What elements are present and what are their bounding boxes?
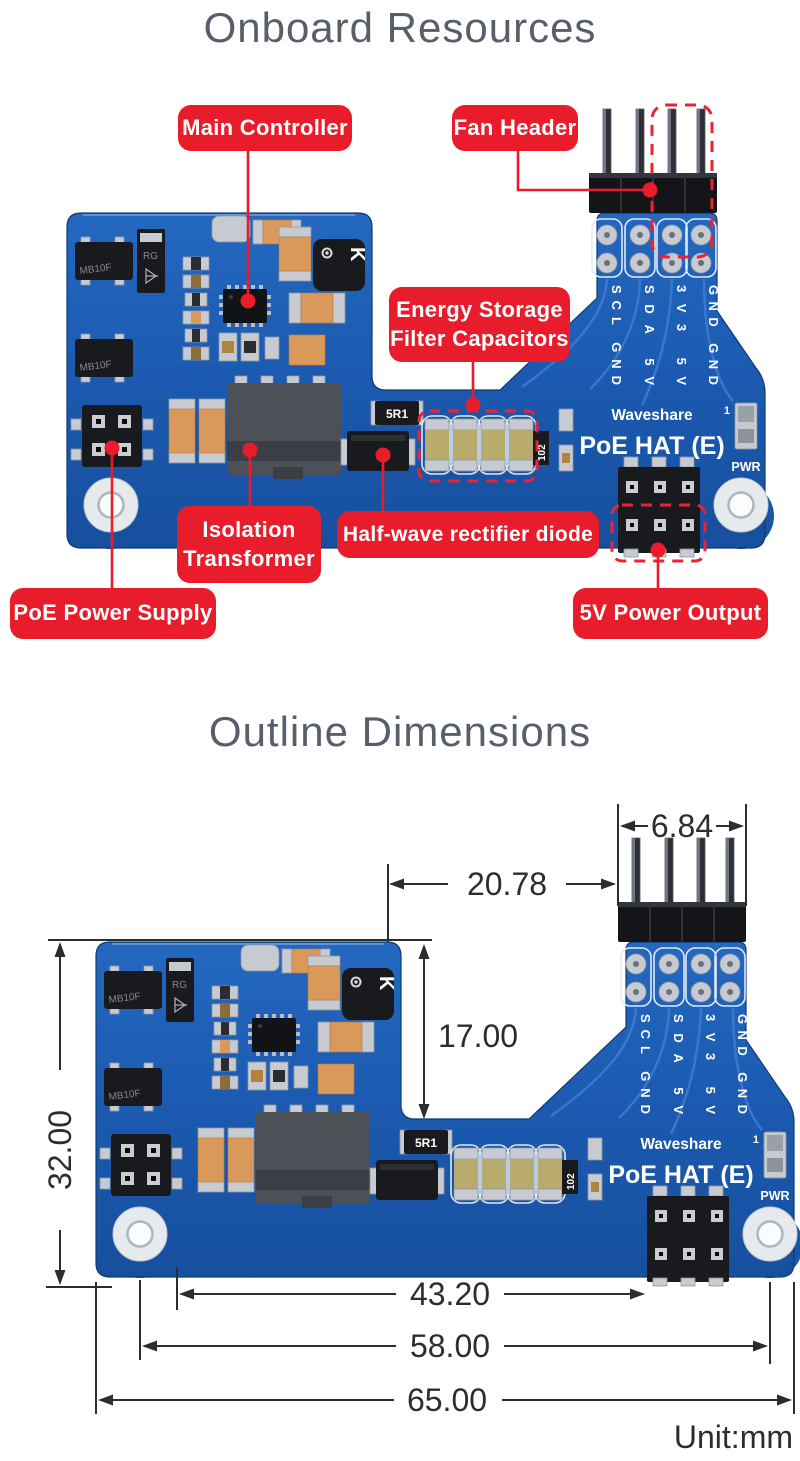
dim-header-offset: 20.78 bbox=[389, 866, 616, 902]
capacitors-highlight bbox=[417, 409, 539, 483]
onboard-board-figure bbox=[65, 103, 776, 588]
svg-text:43.20: 43.20 bbox=[410, 1276, 490, 1312]
label-isolation-transformer: Isolation Transformer bbox=[177, 506, 321, 583]
svg-text:58.00: 58.00 bbox=[410, 1328, 490, 1364]
dim-board-height: 32.00 bbox=[42, 942, 78, 1285]
fan-header-highlight bbox=[650, 103, 714, 259]
outline-board-figure: 6.84 20.78 17.00 32.00 43.20 bbox=[42, 804, 800, 1455]
unit-label: Unit:mm bbox=[674, 1419, 793, 1455]
svg-text:65.00: 65.00 bbox=[407, 1382, 487, 1418]
ext-5800 bbox=[139, 1280, 771, 1364]
svg-text:17.00: 17.00 bbox=[438, 1018, 518, 1054]
label-poe-power: PoE Power Supply bbox=[10, 588, 216, 639]
label-fan-header: Fan Header bbox=[452, 105, 578, 151]
ext-684 bbox=[617, 804, 747, 906]
leader-fan-header bbox=[516, 151, 650, 192]
label-5v-output: 5V Power Output bbox=[573, 588, 768, 639]
dim-board-width: 65.00 bbox=[98, 1382, 792, 1418]
svg-text:6.84: 6.84 bbox=[651, 808, 713, 844]
label-rectifier-diode: Half-wave rectifier diode bbox=[337, 511, 599, 558]
onboard-title: Onboard Resources bbox=[203, 4, 597, 51]
dimensioned-board bbox=[94, 836, 800, 1288]
label-main-controller: Main Controller bbox=[178, 105, 352, 151]
dim-hole-to-header: 43.20 bbox=[179, 1276, 645, 1312]
dim-hole-spacing: 58.00 bbox=[142, 1328, 768, 1364]
dimension-layer: 6.84 20.78 17.00 32.00 43.20 bbox=[42, 804, 795, 1455]
label-energy-caps: Energy Storage Filter Capacitors bbox=[389, 287, 570, 362]
annotation-layer bbox=[104, 103, 714, 588]
dim-arm-height: 17.00 bbox=[418, 944, 518, 1119]
svg-text:32.00: 32.00 bbox=[42, 1110, 78, 1190]
svg-text:20.78: 20.78 bbox=[467, 866, 547, 902]
outline-title: Outline Dimensions bbox=[208, 708, 592, 755]
ext-6500 bbox=[95, 1282, 795, 1414]
dim-header-width: 6.84 bbox=[620, 808, 744, 844]
